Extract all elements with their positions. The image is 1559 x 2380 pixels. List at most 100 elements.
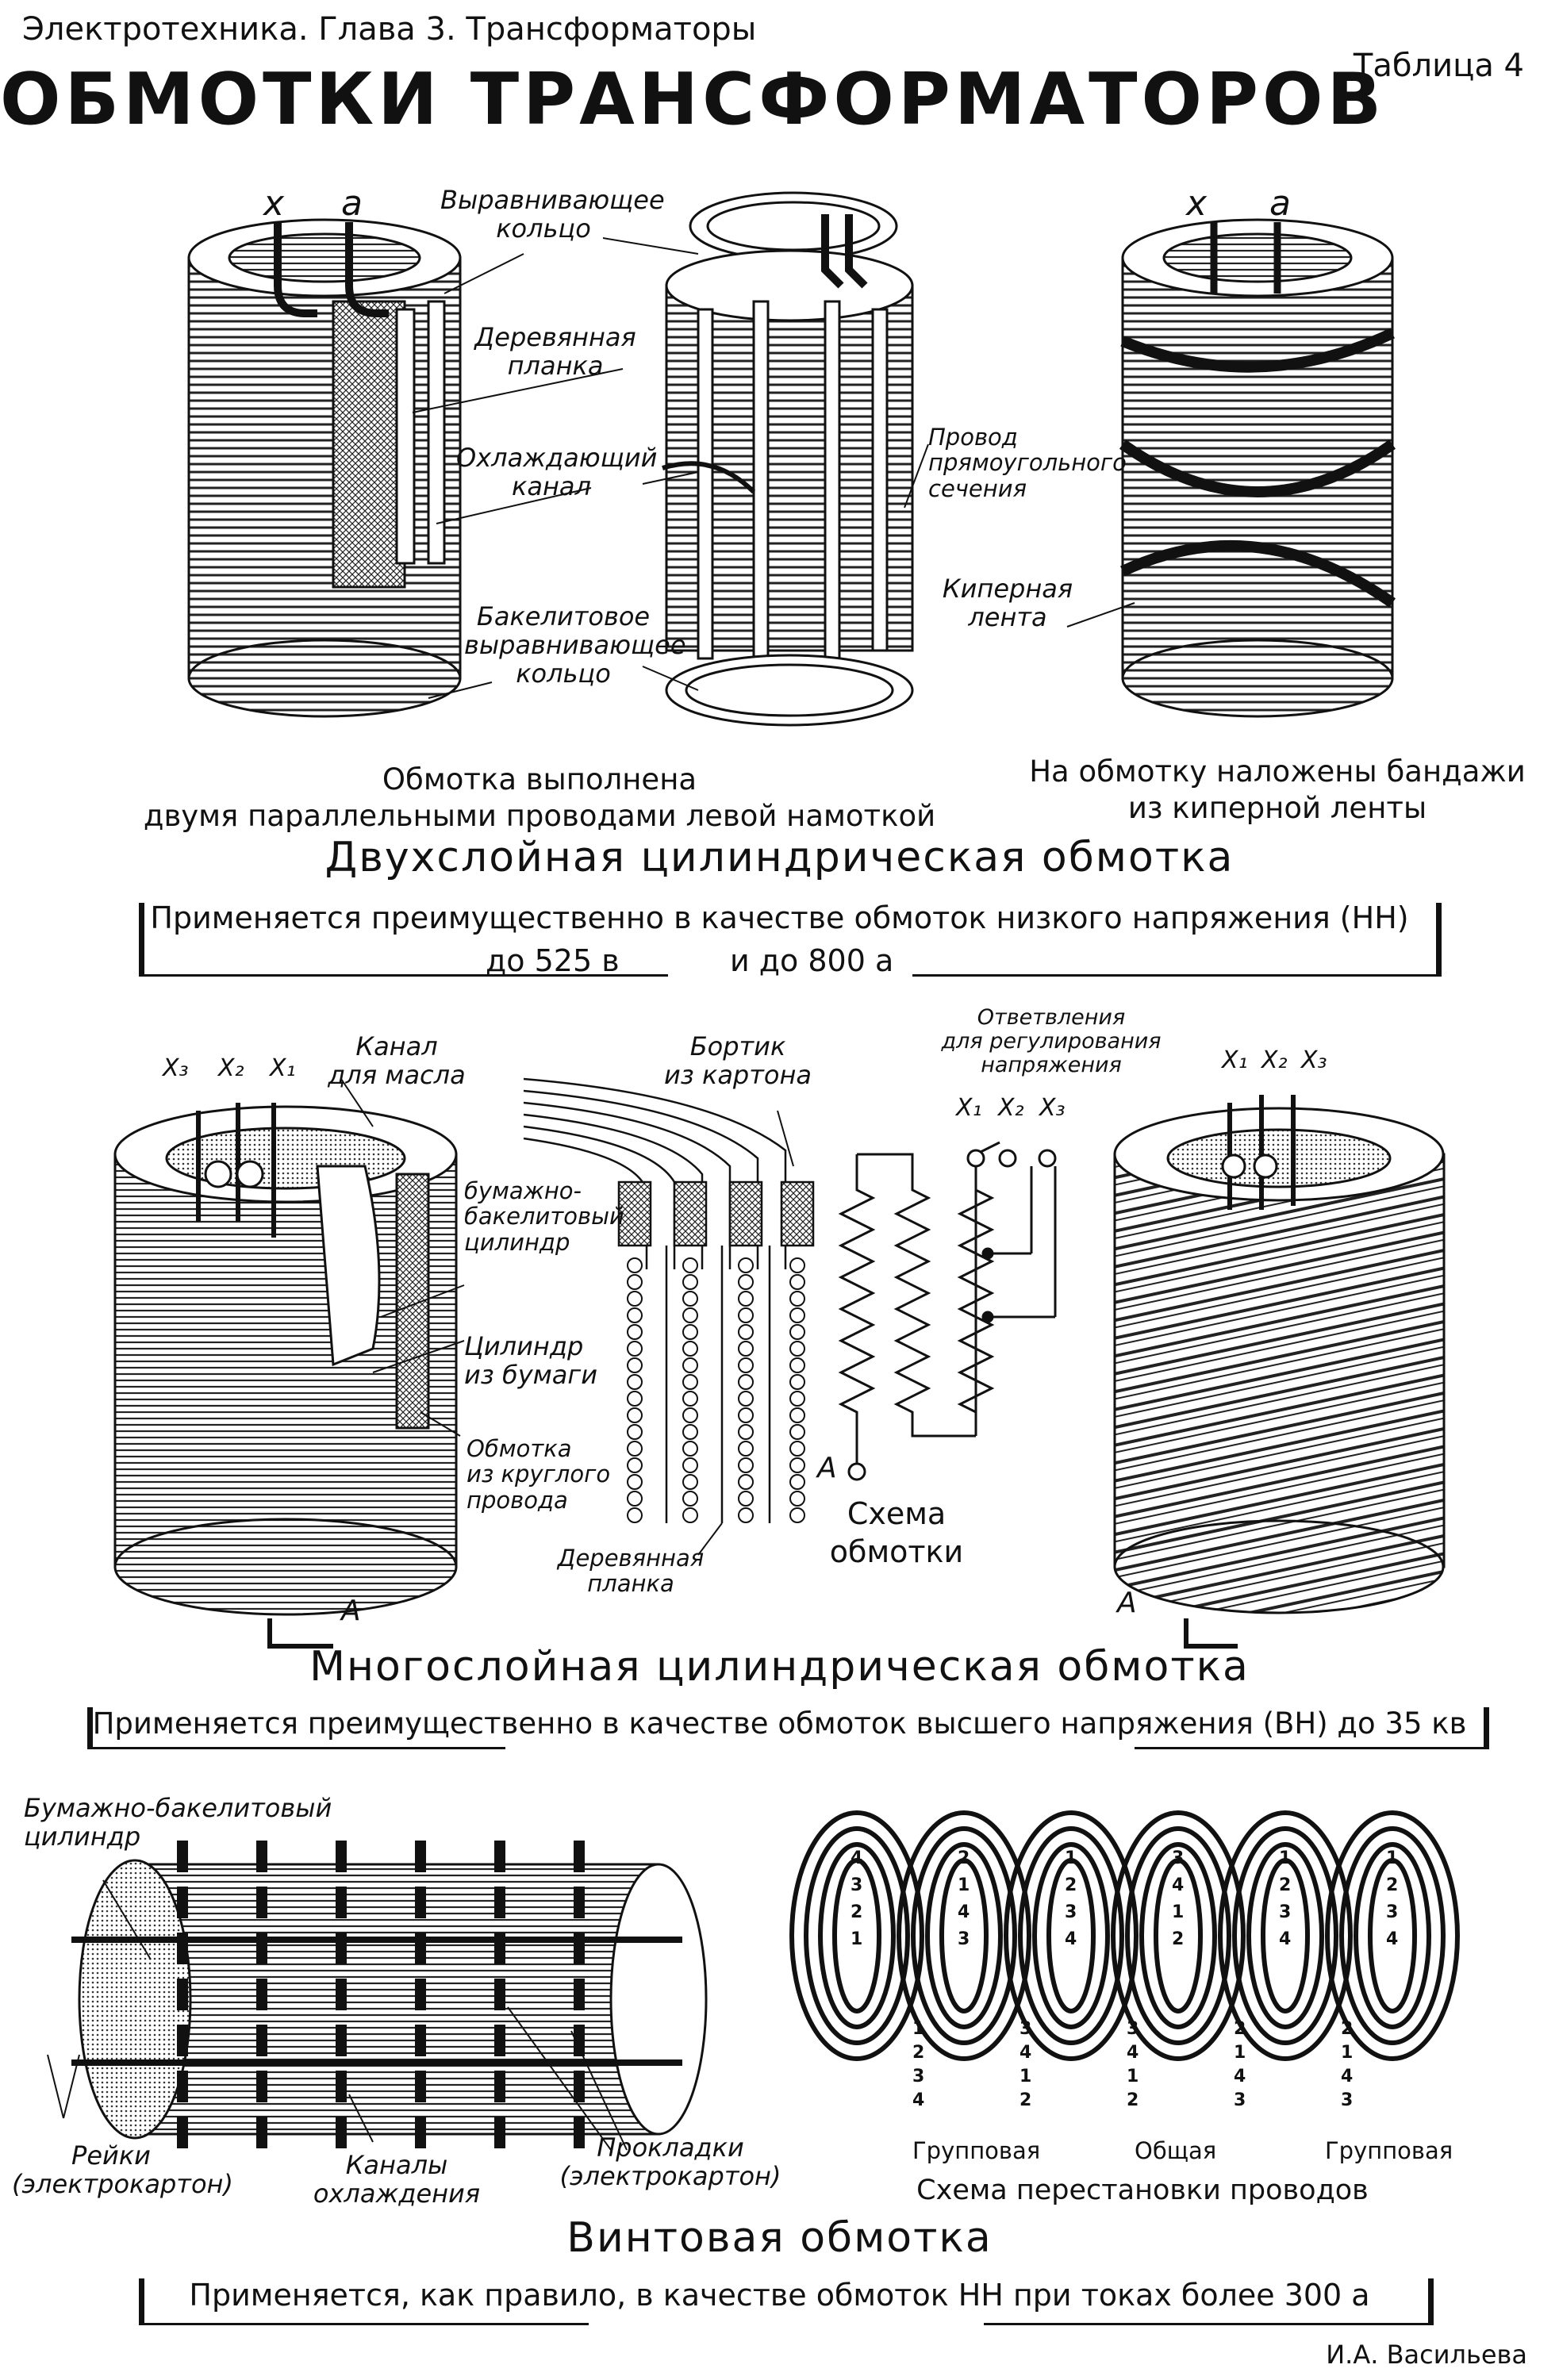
multilayer-winding-view (113, 1103, 458, 1649)
conductor-number-top: 4 (1172, 1875, 1185, 1895)
label-twill-tape: Киперная лента (942, 574, 1073, 632)
lead-a-right: A (1117, 1587, 1137, 1619)
conductor-number-top: 4 (1279, 1929, 1292, 1949)
conductor-loop (818, 1842, 896, 2029)
pin-x1: X₁ (270, 1054, 296, 1082)
conductor-number-top: 2 (1386, 1875, 1399, 1895)
round-wire-turn (682, 1407, 698, 1423)
two-layer-winding-view (187, 218, 462, 718)
conductor-number-bottom: 2 (1127, 2090, 1139, 2110)
round-wire-turn (789, 1457, 805, 1473)
round-wire-turn (789, 1291, 805, 1307)
conductor-loop (1154, 1858, 1203, 2013)
round-wire-turn (789, 1391, 805, 1407)
round-wire-turn (627, 1357, 643, 1373)
bracket-left-2 (87, 1707, 505, 1749)
round-wire-turn (738, 1357, 754, 1373)
applies-lv-current: и до 800 а (730, 943, 894, 978)
round-wire-turn (738, 1441, 754, 1457)
conductor-number-top: 3 (1386, 1902, 1399, 1922)
lead-a-right-label: a (1269, 183, 1291, 224)
round-wire-turn (627, 1291, 643, 1307)
label-group-2: Групповая (1325, 2137, 1453, 2164)
label-paper-cylinder: Цилиндр из бумаги (464, 1331, 598, 1390)
label-group-1: Групповая (912, 2137, 1041, 2164)
scheme-pin-x2: X₂ (998, 1094, 1024, 1122)
course-header: Электротехника. Глава 3. Трансформаторы (22, 11, 757, 48)
round-wire-turn (682, 1441, 698, 1457)
label-cardboard-rim: Бортик из картона (664, 1031, 812, 1090)
round-wire-turn (682, 1374, 698, 1390)
winding-scheme-caption: Схема обмотки (829, 1496, 964, 1569)
conductor-number-bottom: 3 (1341, 2090, 1354, 2110)
conductor-number-bottom: 1 (912, 2019, 925, 2039)
conductor-loop (939, 1858, 989, 2013)
conductor-number-bottom: 1 (1127, 2067, 1139, 2086)
round-wire-turn (627, 1507, 643, 1523)
label-oil-channel: Канал для масла (328, 1031, 466, 1090)
round-wire-turn (738, 1341, 754, 1357)
round-wire-turn (627, 1274, 643, 1290)
round-wire-turn (682, 1491, 698, 1507)
conductor-loop (1354, 1842, 1431, 2029)
winding-scheme-diagram (838, 1141, 1057, 1481)
caption-two-wires: Обмотка выполнена двумя параллельными пр… (143, 762, 936, 834)
applies-helical-text: Применяется, как правило, в качестве обм… (189, 2278, 1370, 2313)
conductor-number-top: 2 (1065, 1875, 1077, 1895)
round-wire-turn (682, 1341, 698, 1357)
conductor-number-top: 2 (1172, 1929, 1185, 1949)
lead-x-right-label: x (1186, 183, 1208, 224)
conductor-number-top: 4 (958, 1902, 970, 1922)
round-wire-turn (738, 1474, 754, 1490)
conductor-number-bottom: 4 (1127, 2043, 1139, 2063)
round-wire-turn (627, 1424, 643, 1440)
pin-x2-right: X₂ (1261, 1046, 1288, 1074)
author-signature: И.А. Васильева (1326, 2340, 1527, 2370)
label-regulation-taps: Ответвления для регулирования напряжения (941, 1005, 1162, 1078)
conductor-loop (1004, 1810, 1139, 2061)
conductor-number-bottom: 1 (1234, 2043, 1246, 2063)
round-wire-turn (682, 1291, 698, 1307)
scheme-pin-x1: X₁ (956, 1094, 982, 1122)
round-wire-turn (682, 1257, 698, 1273)
applies-lv-voltage: до 525 в (486, 943, 620, 978)
round-wire-turn (738, 1307, 754, 1323)
transposition-scheme-diagram (789, 1810, 1460, 2061)
conductor-number-bottom: 2 (912, 2043, 925, 2063)
section1-leaders (412, 237, 1135, 699)
round-wire-turn (627, 1341, 643, 1357)
round-wire-turn (738, 1507, 754, 1523)
conductor-number-top: 2 (1279, 1875, 1292, 1895)
conductor-loop (1111, 1810, 1246, 2061)
round-wire-turn (627, 1391, 643, 1407)
conductor-number-bottom: 2 (1019, 2090, 1032, 2110)
round-wire-turn (789, 1274, 805, 1290)
round-wire-turn (738, 1391, 754, 1407)
round-wire-turn (738, 1457, 754, 1473)
multilayer-cross-section (523, 1077, 815, 1523)
conductor-number-bottom: 4 (1019, 2043, 1032, 2063)
round-wire-turn (738, 1424, 754, 1440)
bracket-right-3 (984, 2278, 1434, 2325)
round-wire-turn (789, 1474, 805, 1490)
round-wire-turn (682, 1357, 698, 1373)
conductor-loop (1125, 1826, 1231, 2045)
conductor-number-bottom: 3 (1234, 2090, 1246, 2110)
round-wire-turn (627, 1307, 643, 1323)
conductor-number-bottom: 4 (1234, 2067, 1246, 2086)
conductor-number-top: 3 (1065, 1902, 1077, 1922)
lead-x-label: x (263, 183, 285, 224)
round-wire-turn (789, 1407, 805, 1423)
conductor-number-top: 1 (1172, 1902, 1185, 1922)
round-wire-turn (789, 1307, 805, 1323)
taped-winding-view (1119, 218, 1396, 718)
conductor-number-bottom: 2 (1234, 2019, 1246, 2039)
round-wire-turn (627, 1441, 643, 1457)
round-wire-turn (738, 1274, 754, 1290)
round-wire-turn (682, 1391, 698, 1407)
conductor-loop (925, 1842, 1003, 2029)
label-spacers: Прокладки (электрокартон) (559, 2132, 781, 2191)
conductor-number-top: 2 (851, 1902, 863, 1922)
round-wire-turn (627, 1374, 643, 1390)
conductor-number-bottom: 1 (1019, 2067, 1032, 2086)
